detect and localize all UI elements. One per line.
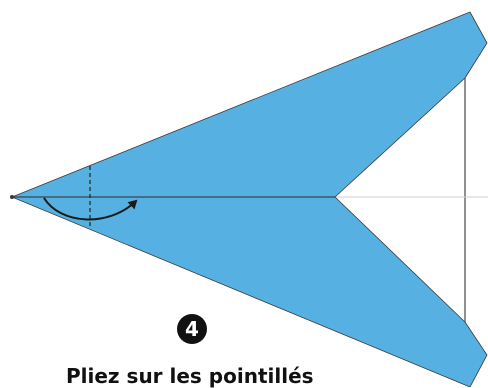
step-number-badge: 4 <box>177 314 207 344</box>
lower-wing <box>12 197 487 387</box>
plane-tip <box>10 195 14 199</box>
instruction-caption: Pliez sur les pointillés <box>66 364 314 388</box>
upper-wing <box>12 12 487 197</box>
